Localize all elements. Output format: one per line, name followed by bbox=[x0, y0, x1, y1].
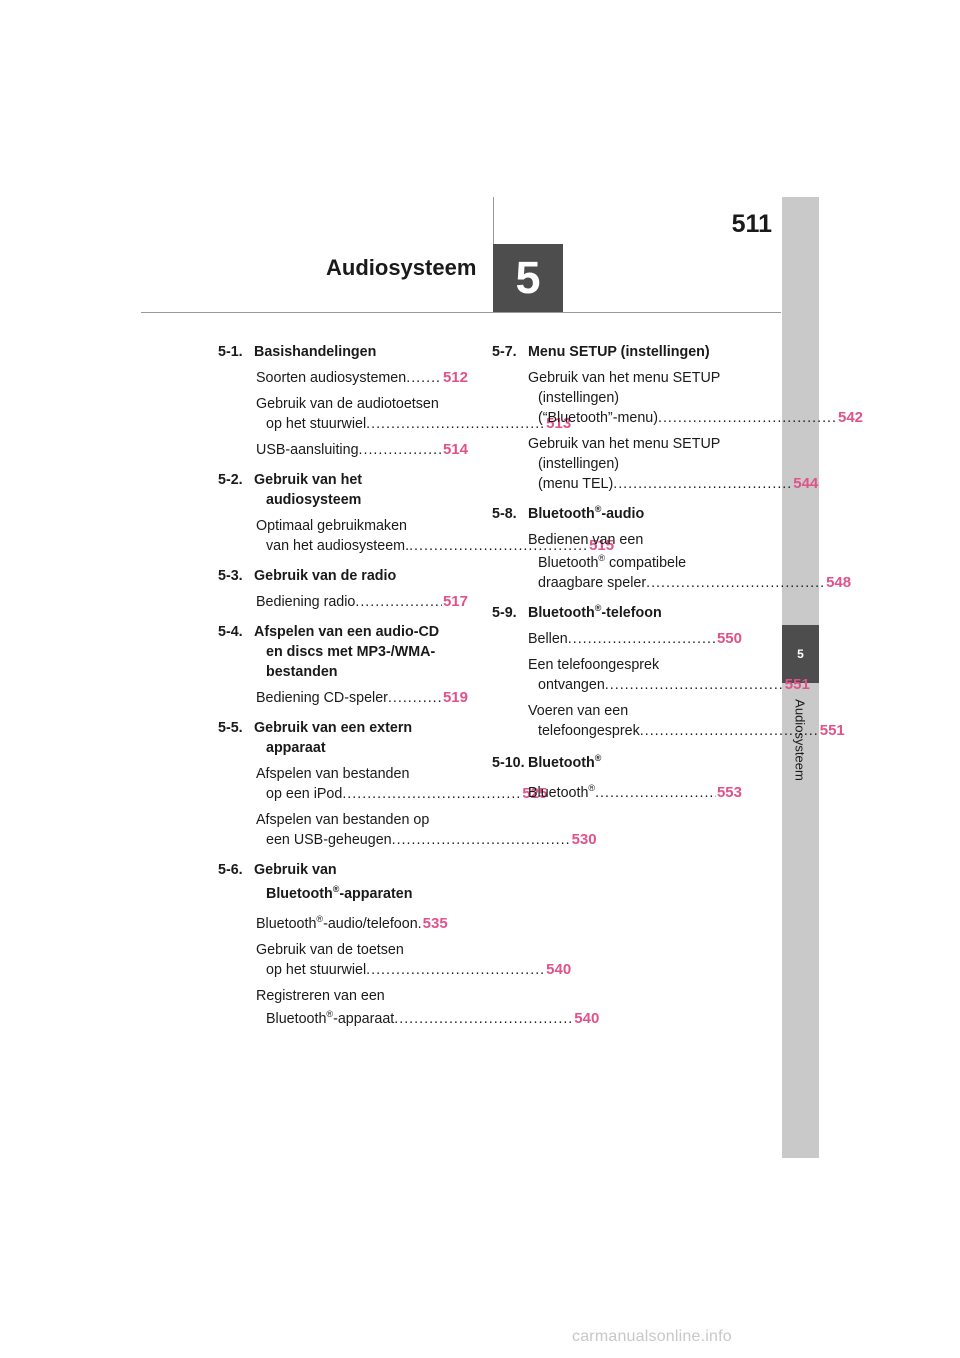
toc-section[interactable]: 5-3. Gebruik van de radio bbox=[218, 568, 397, 584]
toc-section[interactable]: 5-10. Bluetooth® bbox=[492, 753, 602, 772]
page-ref: 540 bbox=[546, 961, 572, 978]
toc-entry[interactable]: Optimaal gebruikmaken van het audiosyste… bbox=[256, 518, 615, 554]
toc-entry[interactable]: Gebruik van de toetsen op het stuurwiel.… bbox=[256, 942, 572, 978]
toc-entry[interactable]: Soorten audiosystemen...................… bbox=[256, 369, 468, 386]
toc-entry[interactable]: Bediening CD-speler.....................… bbox=[256, 689, 468, 706]
toc-column-left: 5-1. Basishandelingen Soorten audiosyste… bbox=[218, 342, 615, 1029]
page-number: 511 bbox=[731, 210, 772, 238]
toc-entry[interactable]: USB-aansluiting.........................… bbox=[256, 441, 468, 458]
page-ref: 551 bbox=[819, 722, 845, 739]
toc-entry[interactable]: Bluetooth®..............................… bbox=[528, 783, 742, 802]
page-ref: 548 bbox=[826, 574, 852, 591]
toc-entry[interactable]: Bediening radio.........................… bbox=[256, 593, 468, 610]
header-divider-horizontal bbox=[141, 312, 781, 313]
chapter-title: Audiosysteem bbox=[326, 255, 477, 280]
page-ref: 512 bbox=[442, 369, 468, 386]
page-ref: 551 bbox=[784, 676, 810, 693]
page-ref: 542 bbox=[837, 409, 864, 426]
page-ref: 550 bbox=[716, 630, 742, 647]
toc-entry[interactable]: Gebruik van het menu SETUP (instellingen… bbox=[528, 436, 819, 492]
page-ref: 553 bbox=[716, 784, 742, 801]
watermark: carmanualsonline.info bbox=[572, 1328, 732, 1345]
page-ref: 544 bbox=[793, 475, 819, 492]
toc-entry[interactable]: Bellen..................................… bbox=[528, 630, 742, 647]
toc-entry[interactable]: Gebruik van de audiotoetsen op het stuur… bbox=[256, 396, 572, 432]
page-ref: 519 bbox=[442, 689, 468, 706]
toc-entry[interactable]: Een telefoongesprek ontvangen...........… bbox=[528, 657, 810, 693]
side-tab-label: Audiosysteem bbox=[792, 699, 808, 781]
page-ref: 517 bbox=[442, 593, 468, 610]
page-ref: 525 bbox=[522, 785, 548, 802]
chapter-number-box: 5 bbox=[493, 244, 563, 312]
toc-entry[interactable]: Afspelen van bestanden op een iPod......… bbox=[256, 766, 548, 802]
page-ref: 540 bbox=[574, 1010, 600, 1027]
toc-entry[interactable]: Bluetooth®-audio/telefoon.535 bbox=[256, 914, 448, 933]
toc-column-right: 5-7. Menu SETUP (instellingen) Gebruik v… bbox=[492, 342, 864, 803]
page-ref: 530 bbox=[571, 831, 597, 848]
side-tab-chapter-number: 5 bbox=[782, 625, 819, 683]
page-ref: 514 bbox=[442, 441, 468, 458]
toc-entry[interactable]: Registreren van een Bluetooth®-apparaat.… bbox=[256, 988, 600, 1027]
page-ref: 535 bbox=[422, 915, 448, 932]
header-divider-vertical bbox=[493, 197, 494, 244]
toc-section[interactable]: 5-1. Basishandelingen bbox=[218, 344, 377, 360]
toc-section[interactable]: 5-8. Bluetooth®-audio bbox=[492, 504, 645, 523]
toc-section[interactable]: 5-7. Menu SETUP (instellingen) bbox=[492, 344, 710, 360]
toc-section[interactable]: 5-9. Bluetooth®-telefoon bbox=[492, 603, 662, 622]
page-ref: 515 bbox=[589, 537, 615, 554]
page-ref: 513 bbox=[546, 415, 572, 432]
toc-entry[interactable]: Afspelen van bestanden op een USB-geheug… bbox=[256, 812, 597, 848]
toc-entry[interactable]: Bedienen van een Bluetooth® compatibele … bbox=[528, 532, 852, 591]
toc-entry[interactable]: Voeren van een telefoongesprek..........… bbox=[528, 703, 845, 739]
toc-entry[interactable]: Gebruik van het menu SETUP (instellingen… bbox=[528, 370, 864, 426]
